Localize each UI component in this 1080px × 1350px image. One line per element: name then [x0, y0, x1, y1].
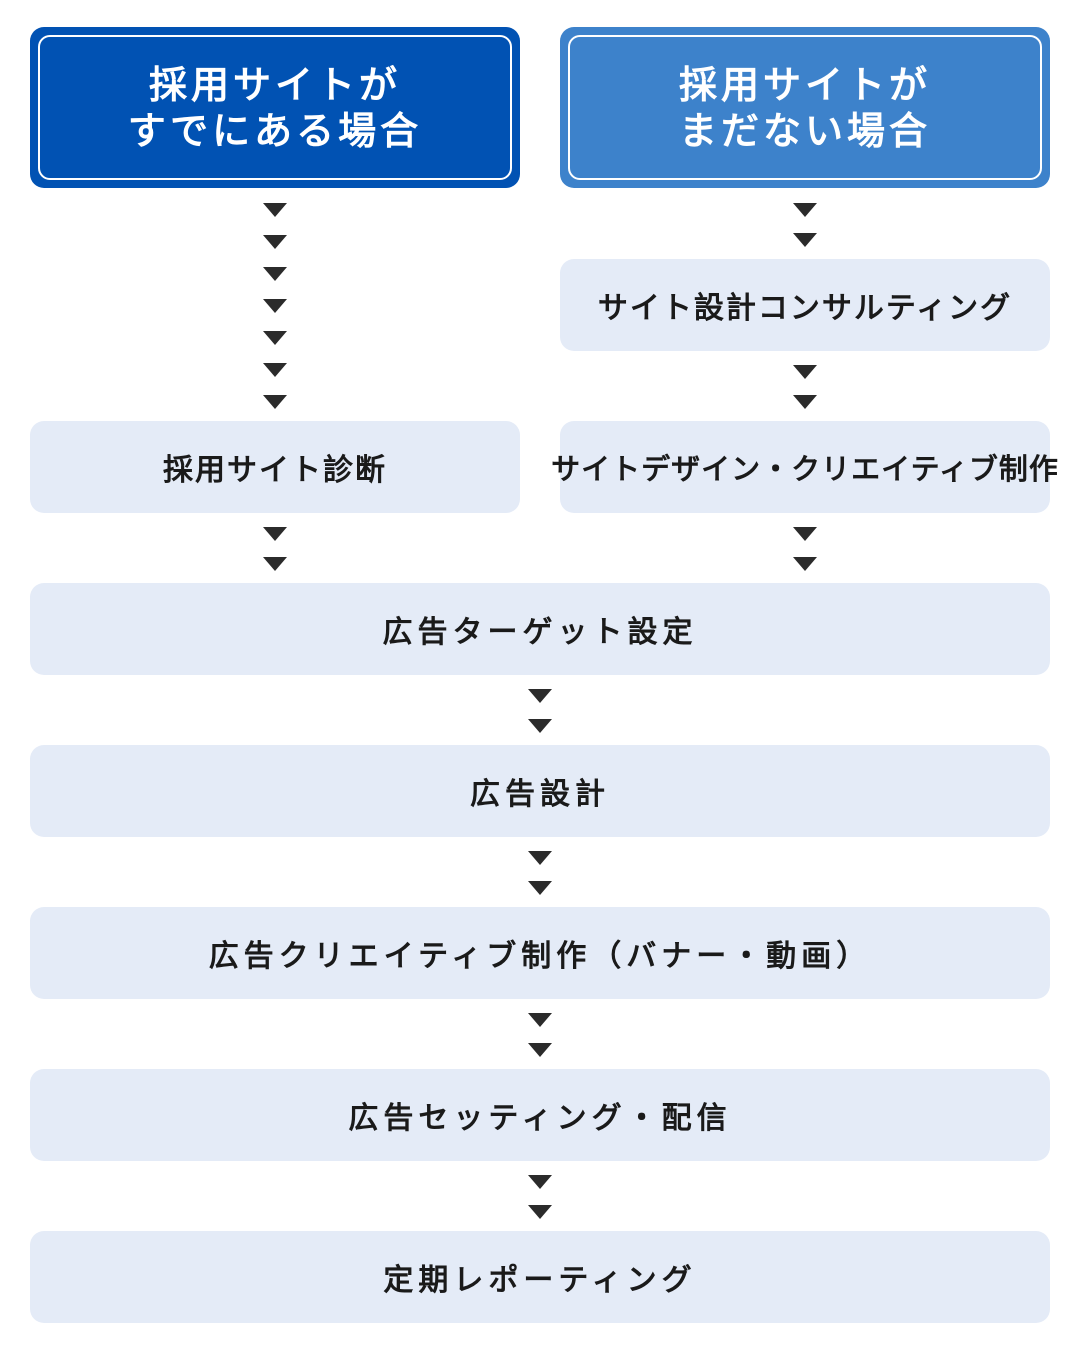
step-site-diagnosis: 採用サイト診断	[30, 421, 520, 513]
flow-arrow-icon	[263, 331, 287, 345]
step-reporting: 定期レポーティング	[30, 1231, 1050, 1323]
flow-arrow-icon	[528, 881, 552, 895]
flow-arrow-icon	[528, 1043, 552, 1057]
step-site-consulting: サイト設計コンサルティング	[560, 259, 1050, 351]
flow-arrow-icon	[263, 557, 287, 571]
header-no-site-line1: 採用サイトが	[678, 62, 931, 107]
step-ad-setting: 広告セッティング・配信	[30, 1069, 1050, 1161]
flow-arrow-icon	[528, 719, 552, 733]
flow-arrow-icon	[263, 235, 287, 249]
header-no-site-line2: まだない場合	[678, 108, 931, 153]
flow-arrow-icon	[793, 203, 817, 217]
flow-arrow-icon	[263, 395, 287, 409]
flow-arrow-icon	[793, 557, 817, 571]
flow-arrow-icon	[263, 527, 287, 541]
flow-arrow-icon	[528, 851, 552, 865]
step-ad-design: 広告設計	[30, 745, 1050, 837]
flow-arrow-icon	[263, 299, 287, 313]
step-site-design: サイトデザイン・クリエイティブ制作	[551, 421, 1058, 513]
header-no-site-frame: 採用サイトが まだない場合	[568, 35, 1042, 180]
flow-arrow-icon	[793, 233, 817, 247]
flow-arrow-icon	[528, 1175, 552, 1189]
step-ad-creative: 広告クリエイティブ制作（バナー・動画）	[30, 907, 1050, 999]
flow-arrow-icon	[793, 365, 817, 379]
flow-arrow-icon	[263, 267, 287, 281]
header-existing-site-line2: すでにある場合	[127, 108, 423, 153]
header-existing-site-frame: 採用サイトが すでにある場合	[38, 35, 512, 180]
flow-arrow-icon	[528, 689, 552, 703]
header-existing-site-line1: 採用サイトが	[148, 62, 401, 107]
flow-arrow-icon	[263, 363, 287, 377]
header-existing-site: 採用サイトが すでにある場合	[30, 27, 520, 188]
flow-arrow-icon	[793, 395, 817, 409]
flow-arrow-icon	[793, 527, 817, 541]
step-ad-target: 広告ターゲット設定	[30, 583, 1050, 675]
flow-arrow-icon	[528, 1013, 552, 1027]
flow-arrow-icon	[263, 203, 287, 217]
flow-arrow-icon	[528, 1205, 552, 1219]
header-no-site: 採用サイトが まだない場合	[560, 27, 1050, 188]
